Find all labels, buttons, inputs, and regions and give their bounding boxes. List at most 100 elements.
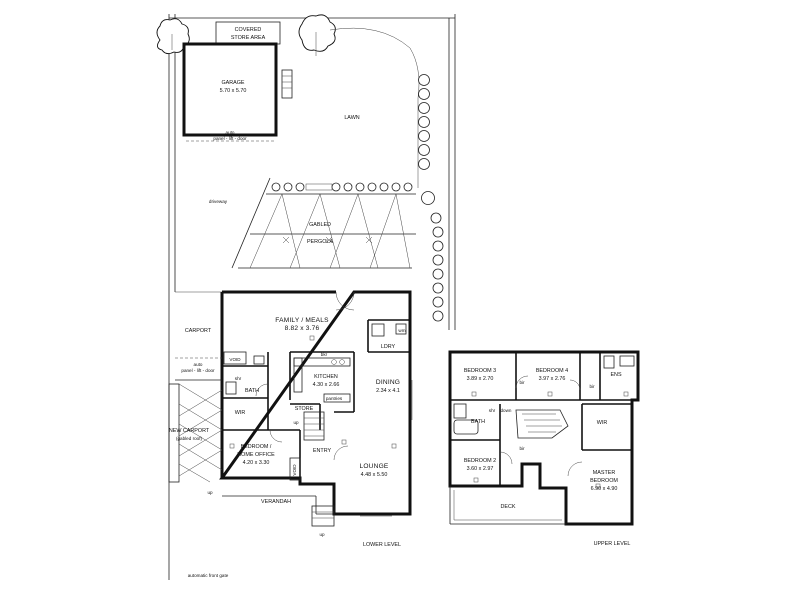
lower-level-title: LOWER LEVEL (363, 542, 401, 548)
shrub-icon (432, 240, 444, 252)
up-label-2: up (207, 490, 213, 495)
garage-dims: 5.70 x 5.70 (220, 88, 247, 94)
shrub-icon (403, 182, 413, 192)
shower-label-upper: shr (489, 408, 496, 413)
carport-door-label: panel - lift - door (181, 368, 215, 373)
bedroom4-dims: 3.97 x 2.76 (539, 376, 566, 382)
wir-label-lower: WIR (235, 410, 246, 416)
store-label: STORE (295, 406, 314, 412)
wir-label-upper: WIR (597, 420, 608, 426)
shrub-icon (421, 191, 435, 205)
trees (156, 14, 336, 56)
shrub-icon (418, 144, 430, 156)
new-carport-label-1: NEW CARPORT (169, 428, 210, 434)
pantries-label: pantries (326, 396, 343, 401)
master-dims: 6.90 x 4.90 (591, 486, 618, 492)
gabled-pergola: GABLED PERGOLA (231, 177, 416, 269)
up-label-3: up (319, 532, 325, 537)
garage: GARAGE 5.70 x 5.70 auto panel - lift - d… (182, 42, 293, 142)
family-meals-label: FAMILY / MEALS (275, 317, 329, 324)
laundry-label: LDRY (381, 344, 396, 350)
tree-icon (156, 18, 190, 55)
garage-auto-label: auto (226, 130, 235, 135)
bedroom2-dims: 3.60 x 2.97 (467, 466, 494, 472)
shrub-icon (432, 296, 444, 308)
bedroom3-label: BEDROOM 3 (464, 368, 496, 374)
shrub-icon (283, 182, 293, 192)
verandah-label: VERANDAH (261, 499, 291, 505)
front-gate-label: automatic front gate (188, 573, 229, 578)
carport-auto-label: auto (194, 362, 203, 367)
lounge-dims: 4.48 x 5.50 (361, 472, 388, 478)
bkr-label: bkr (321, 352, 328, 357)
bir-label-1: bir (519, 380, 525, 385)
shrub-icon (379, 182, 389, 192)
kitchen-label: KITCHEN (314, 374, 338, 380)
garage-door-label: panel - lift - door (213, 136, 247, 141)
lower-level-plan (219, 290, 413, 527)
bedroom-office-dims: 4.20 x 3.30 (243, 460, 270, 466)
stairs-lower (303, 411, 325, 441)
shrub-icon (271, 182, 281, 192)
carport-label: CARPORT (185, 328, 212, 334)
garage-label: GARAGE (221, 80, 244, 86)
kitchen-dims: 4.30 x 2.66 (313, 382, 340, 388)
new-carport-label-2: (gabled roof) (176, 436, 203, 441)
covered-store-label-2: STORE AREA (231, 35, 266, 41)
shrub-icon (391, 182, 401, 192)
bath-label-lower: BATH (245, 388, 259, 394)
deck-label: DECK (501, 504, 516, 510)
up-label-1: up (293, 420, 299, 425)
shrub-icon (418, 88, 430, 100)
master-label-1: MASTER (593, 470, 616, 476)
dining-label: DINING (376, 379, 400, 386)
driveway-label: driveway (209, 199, 228, 204)
shower-label-lower: shr (235, 376, 242, 381)
bir-label-2: bir (589, 384, 595, 389)
shrub-icon (430, 212, 442, 224)
lounge-label: LOUNGE (359, 463, 388, 470)
shrub-icon (343, 182, 353, 192)
entry-label: ENTRY (313, 448, 332, 454)
covered-store-label-1: COVERED (235, 27, 262, 33)
bath-label-upper: BATH (471, 419, 485, 425)
shrub-icon (432, 282, 444, 294)
shrub-icon (418, 102, 430, 114)
bedroom4-label: BEDROOM 4 (536, 368, 568, 374)
void-label-2: VOID (292, 464, 297, 476)
carport-area: CARPORT auto panel - lift - door NEW CAR… (168, 328, 223, 483)
pergola-label-2: PERGOLA (307, 239, 333, 245)
shrub-icon (432, 226, 444, 238)
shrub-icon (418, 74, 430, 86)
bedroom3-dims: 3.89 x 2.70 (467, 376, 494, 382)
bedroom2-label: BEDROOM 2 (464, 458, 496, 464)
shrub-icon (355, 182, 365, 192)
bir-label-3: bir (519, 446, 525, 451)
shrub-icon (432, 310, 444, 322)
shrub-icon (418, 116, 430, 128)
upper-level-title: UPPER LEVEL (594, 541, 631, 547)
tree-icon (298, 14, 336, 56)
master-label-2: BEDROOM (590, 478, 618, 484)
shrub-icon (432, 254, 444, 266)
lawn: LAWN (329, 27, 420, 188)
bedroom-office-label-2: HOME OFFICE (237, 452, 275, 458)
ensuite-label: ENS (610, 372, 621, 378)
site-boundary (168, 14, 456, 580)
shrub-icon (331, 182, 341, 192)
upper-level-labels: BEDROOM 3 3.89 x 2.70 BEDROOM 4 3.97 x 2… (464, 368, 631, 547)
down-label: down (501, 408, 512, 413)
shrub-icon (295, 182, 305, 192)
family-meals-dims: 8.82 x 3.76 (285, 325, 320, 332)
void-label-1: VOID (229, 357, 241, 362)
lower-level-labels: FAMILY / MEALS 8.82 x 3.76 VOID shr BATH… (188, 317, 406, 578)
covered-store-area: COVERED STORE AREA (215, 21, 281, 45)
lawn-label: LAWN (344, 115, 359, 121)
shrubs-right (418, 74, 444, 322)
shrub-icon (418, 158, 430, 170)
upper-level-plan (448, 350, 640, 526)
shrub-icon (432, 268, 444, 280)
shrub-icon (418, 130, 430, 142)
shrubs-row (271, 182, 413, 192)
